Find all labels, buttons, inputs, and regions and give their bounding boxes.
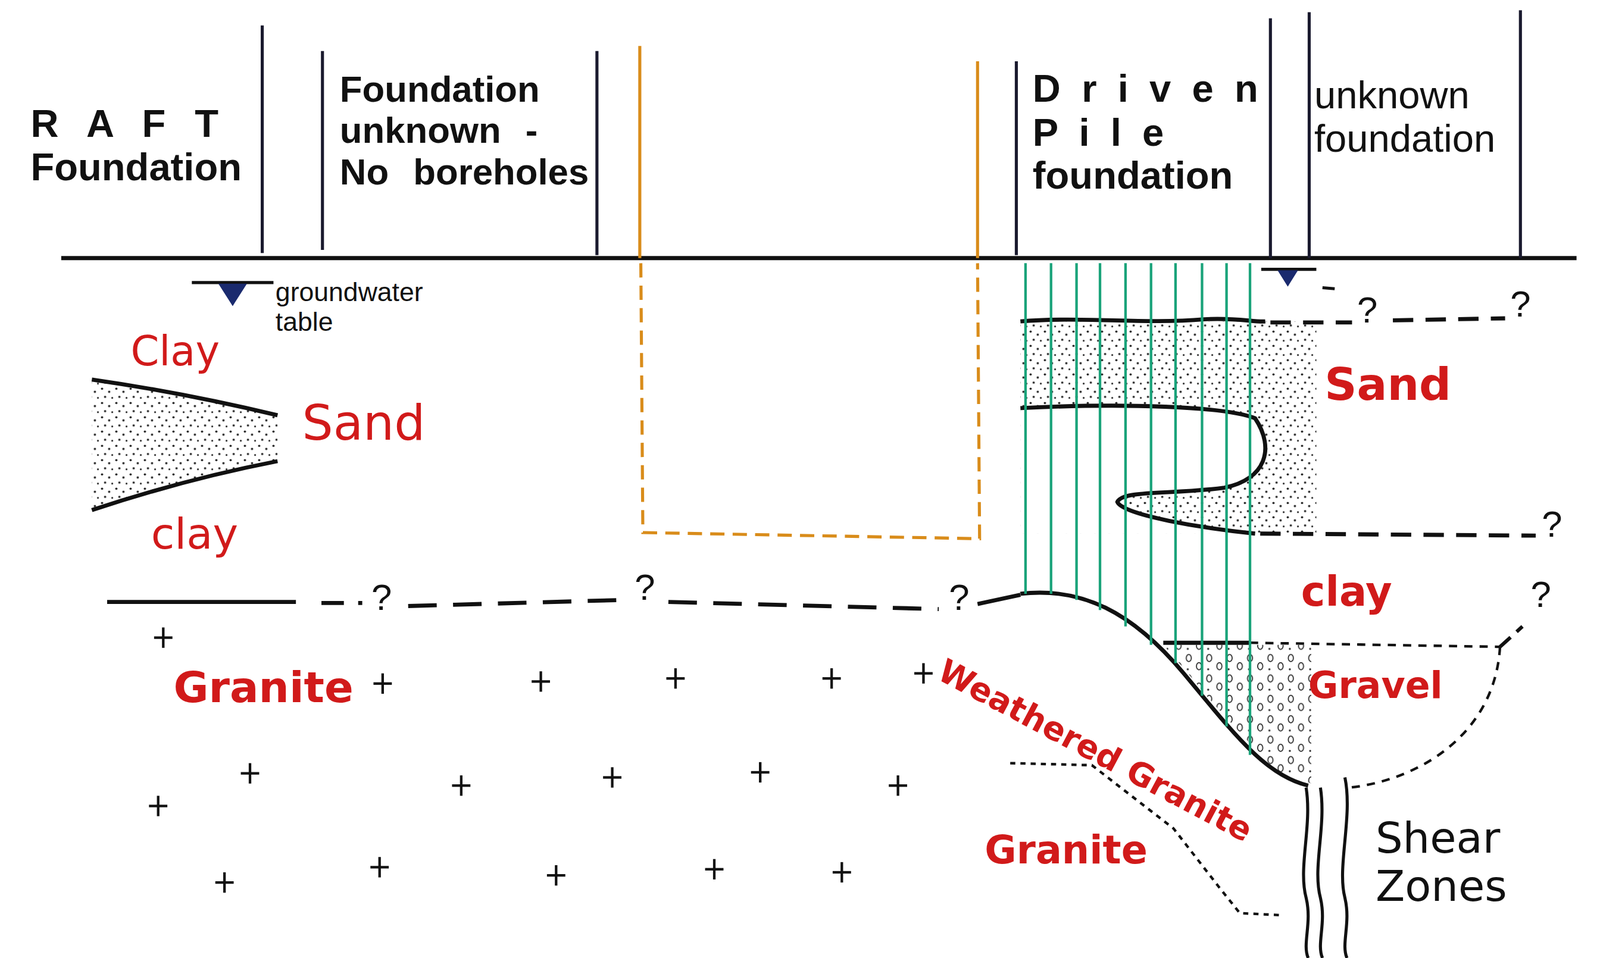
bedrock-surface [1020,592,1308,786]
pile [1075,263,1078,600]
granite-surface [107,595,1021,610]
granite-symbols [148,627,933,893]
layer-label: Gravel [1308,665,1446,707]
sand-layer [1020,321,1317,534]
uncertain-mark: ? [634,567,665,609]
layer-label: Sand [1324,359,1468,410]
pile [1225,263,1228,727]
foundation-label: Foundation unknown - No boreholes [339,69,596,193]
pile [1200,263,1203,696]
uncertain-mark: ? [1357,289,1388,331]
driven-piles [1025,263,1250,755]
granite-cross [751,762,770,783]
granite-cross [822,668,842,689]
pile [1050,263,1053,595]
pile [1098,263,1102,611]
granite-cross [531,671,550,692]
layer-label: Clay [130,328,253,375]
uncertain-mark: ? [1541,504,1573,546]
granite-cross [705,859,724,880]
pile [1150,263,1153,645]
uncertain-mark: ? [1530,574,1561,616]
granite-cross [215,872,234,893]
pile [1174,263,1177,664]
uncertain-mark: ? [948,577,980,619]
rock-label: Granite [984,828,1169,873]
layer-label: Sand [301,395,445,451]
gravel-layer [1163,645,1312,784]
ground-line [61,255,1577,261]
foundation-label: D r i v e n P i l e foundation [1032,67,1268,198]
water-table-label: groundwater table [275,277,455,337]
pile [1248,263,1252,755]
granite-cross [914,663,933,684]
sand-lens [91,379,278,511]
granite-cross [888,775,908,796]
granite-cross [373,673,392,695]
granite-cross [832,862,852,883]
granite-cross [547,865,566,886]
shear-zone [1303,777,1348,958]
layer-label: clay [151,510,274,559]
granite-cross [241,763,260,784]
layer-label: clay [1301,569,1424,616]
granite-cross [451,775,471,796]
rock-label: Granite [173,663,378,712]
granite-cross [154,627,173,648]
granite-cross [602,767,622,788]
feature-label: Shear Zones [1375,814,1519,911]
foundation-label: R A F T Foundation [30,101,271,189]
foundation-label: unknown foundation [1314,73,1529,161]
granite-cross [370,857,389,878]
excavation-outline [639,45,980,539]
granite-cross [148,795,168,817]
uncertain-mark: ? [371,577,402,619]
granite-cross [666,668,685,689]
pile [1024,263,1027,595]
uncertain-mark: ? [1510,283,1541,325]
pile [1124,263,1127,627]
